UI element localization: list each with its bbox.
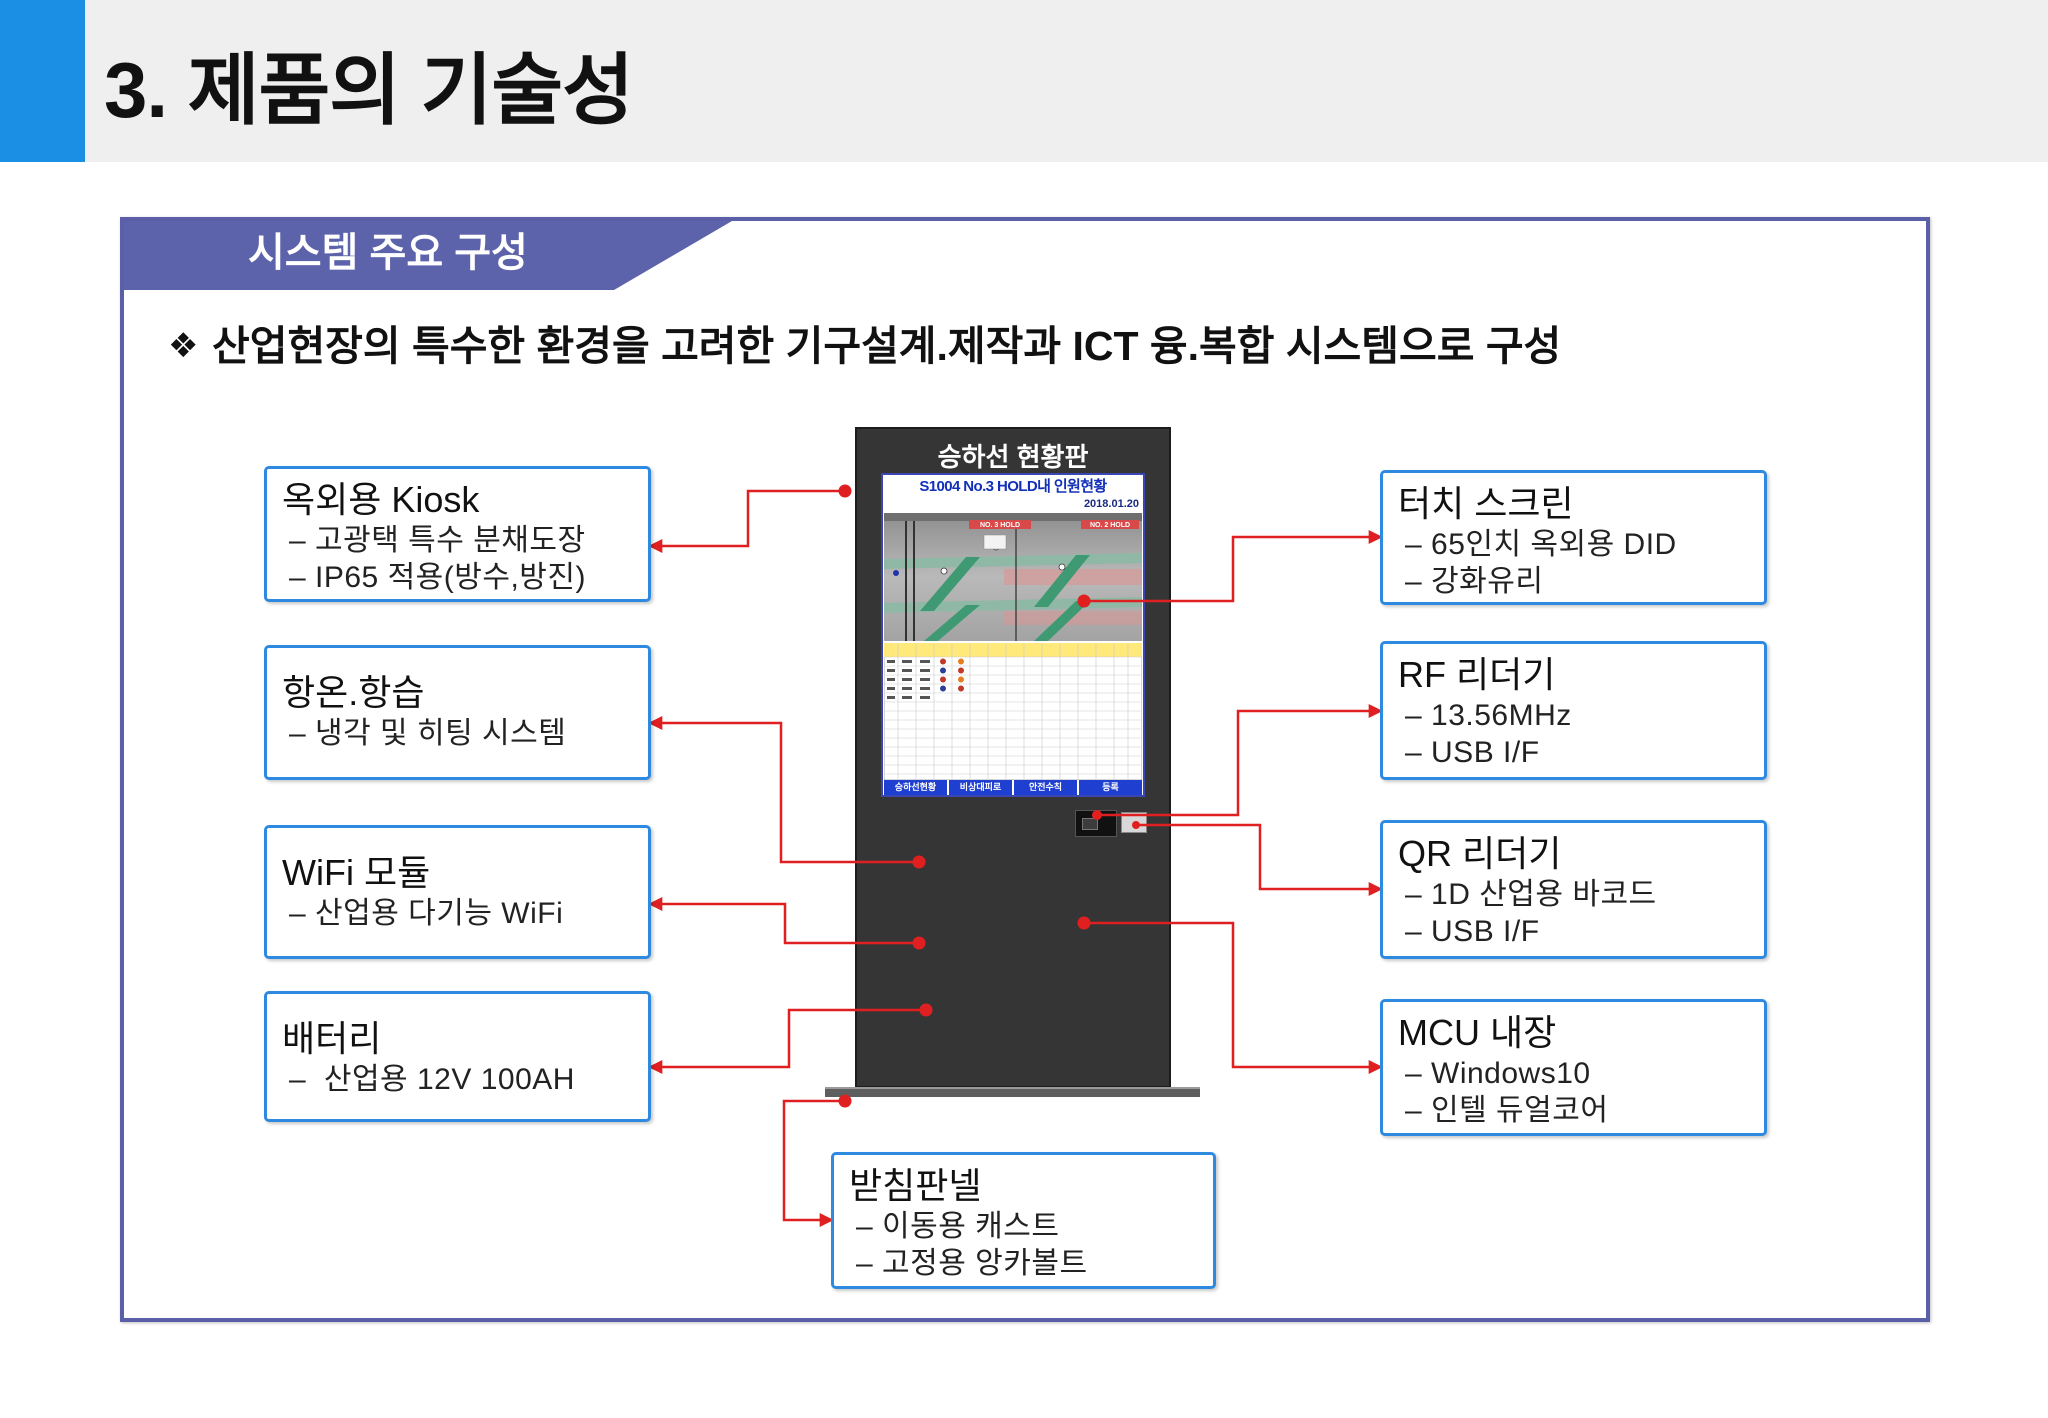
component-spec: – 강화유리 — [1405, 565, 1544, 598]
kiosk-title: 승하선 현황판 — [937, 442, 1089, 472]
component-spec: – IP65 적용(방수,방진) — [289, 561, 586, 594]
table-header-row — [884, 643, 1142, 657]
hold-label-no3 — [969, 520, 1031, 529]
screen-date: 2018.01.20 — [1083, 498, 1139, 510]
section-tab — [124, 221, 732, 290]
component-title: 배터리 — [282, 1018, 382, 1059]
screen-button-register[interactable]: 등록 — [1079, 780, 1142, 795]
component-spec: – USB I/F — [1405, 736, 1540, 769]
component-spec: – 산업용 12V 100AH — [289, 1063, 575, 1096]
hold-label-no3-text: NO. 3 HOLD — [980, 522, 1020, 529]
header-accent-block — [0, 0, 85, 162]
table-worker-icons — [940, 658, 964, 692]
component-touch-screen: 터치 스크린 – 65인치 옥외용 DID – 강화유리 — [1380, 470, 1767, 605]
hold-stair — [1034, 601, 1090, 641]
component-spec: – 1D 산업용 바코드 — [1405, 878, 1657, 911]
component-spec: – 고정용 앙카볼트 — [856, 1247, 1088, 1280]
hold-stair — [920, 557, 980, 611]
worker-tag — [983, 534, 1007, 550]
component-title: 받침판넬 — [849, 1165, 982, 1206]
ship-hold-scene: NO. 3 HOLD NO. 2 HOLD — [884, 513, 1142, 641]
worker-icon — [1058, 563, 1066, 571]
component-battery: 배터리 – 산업용 12V 100AH — [264, 991, 651, 1122]
kiosk-screen: S1004 No.3 HOLD내 인원현황 2018.01.20 NO. 3 H… — [881, 473, 1145, 797]
component-spec: – USB I/F — [1405, 915, 1540, 948]
section-summary: ❖ 산업현장의 특수한 환경을 고려한 기구설계.제작과 ICT 융.복합 시스템… — [168, 321, 1561, 371]
four-diamond-bullet-icon: ❖ — [168, 327, 199, 365]
component-title: 터치 스크린 — [1398, 483, 1574, 524]
component-wifi-module: WiFi 모듈 – 산업용 다기능 WiFi — [264, 825, 651, 959]
component-rf-reader: RF 리더기 – 13.56MHz – USB I/F — [1380, 641, 1767, 780]
hold-stair — [924, 605, 980, 641]
component-title: WiFi 모듈 — [282, 852, 431, 893]
worker-icon — [940, 567, 948, 575]
component-title: QR 리더기 — [1398, 833, 1562, 874]
component-outdoor-kiosk: 옥외용 Kiosk – 고광택 특수 분채도장 – IP65 적용(방수,방진) — [264, 466, 651, 602]
hold-stair — [1034, 555, 1090, 607]
hold-ceiling-beam — [884, 513, 1142, 521]
kiosk-base-plate — [825, 1087, 1200, 1097]
component-title: 옥외용 Kiosk — [282, 479, 480, 520]
table-row-marks — [887, 660, 930, 699]
page-title: 3. 제품의 기술성 — [104, 46, 634, 134]
component-title: RF 리더기 — [1398, 654, 1556, 695]
component-spec: – Windows10 — [1405, 1057, 1591, 1090]
section-tab-label: 시스템 주요 구성 — [248, 231, 528, 275]
component-spec: – 냉각 및 히팅 시스템 — [289, 717, 567, 750]
component-qr-reader: QR 리더기 – 1D 산업용 바코드 – USB I/F — [1380, 820, 1767, 959]
component-title: MCU 내장 — [1398, 1012, 1557, 1053]
component-spec: – 인텔 듀얼코어 — [1405, 1094, 1609, 1127]
component-spec: – 65인치 옥외용 DID — [1405, 528, 1677, 561]
summary-text: 산업현장의 특수한 환경을 고려한 기구설계.제작과 ICT 융.복합 시스템으… — [212, 323, 1562, 369]
component-spec: – 산업용 다기능 WiFi — [289, 897, 564, 930]
screen-button-bar: 승하선현황 비상대피로 안전수칙 등록 — [884, 780, 1142, 795]
component-spec: – 13.56MHz — [1405, 699, 1572, 732]
header-band — [0, 0, 2048, 162]
screen-button-safety-rules[interactable]: 안전수칙 — [1014, 780, 1077, 795]
component-title: 항온.항습 — [282, 672, 425, 713]
component-base-panel: 받침판넬 – 이동용 캐스트 – 고정용 앙카볼트 — [831, 1152, 1216, 1289]
component-mcu: MCU 내장 – Windows10 – 인텔 듀얼코어 — [1380, 999, 1767, 1136]
worker-icon — [893, 570, 899, 576]
crew-status-table — [884, 643, 1142, 780]
rf-card-reader — [1075, 810, 1117, 837]
component-spec: – 이동용 캐스트 — [856, 1210, 1060, 1243]
component-thermo-hygro: 항온.항습 – 냉각 및 히팅 시스템 — [264, 645, 651, 780]
hold-label-no2-text: NO. 2 HOLD — [1090, 522, 1130, 529]
table-frame — [884, 643, 1142, 780]
hold-label-no2 — [1081, 520, 1139, 529]
component-spec: – 고광택 특수 분채도장 — [289, 524, 586, 557]
screen-button-evacuation[interactable]: 비상대피로 — [949, 780, 1012, 795]
qr-reader-module — [1121, 812, 1147, 833]
screen-button-crew-status[interactable]: 승하선현황 — [884, 780, 947, 795]
screen-title: S1004 No.3 HOLD내 인원현황 — [919, 478, 1107, 495]
hold-wall-band — [1004, 611, 1142, 625]
